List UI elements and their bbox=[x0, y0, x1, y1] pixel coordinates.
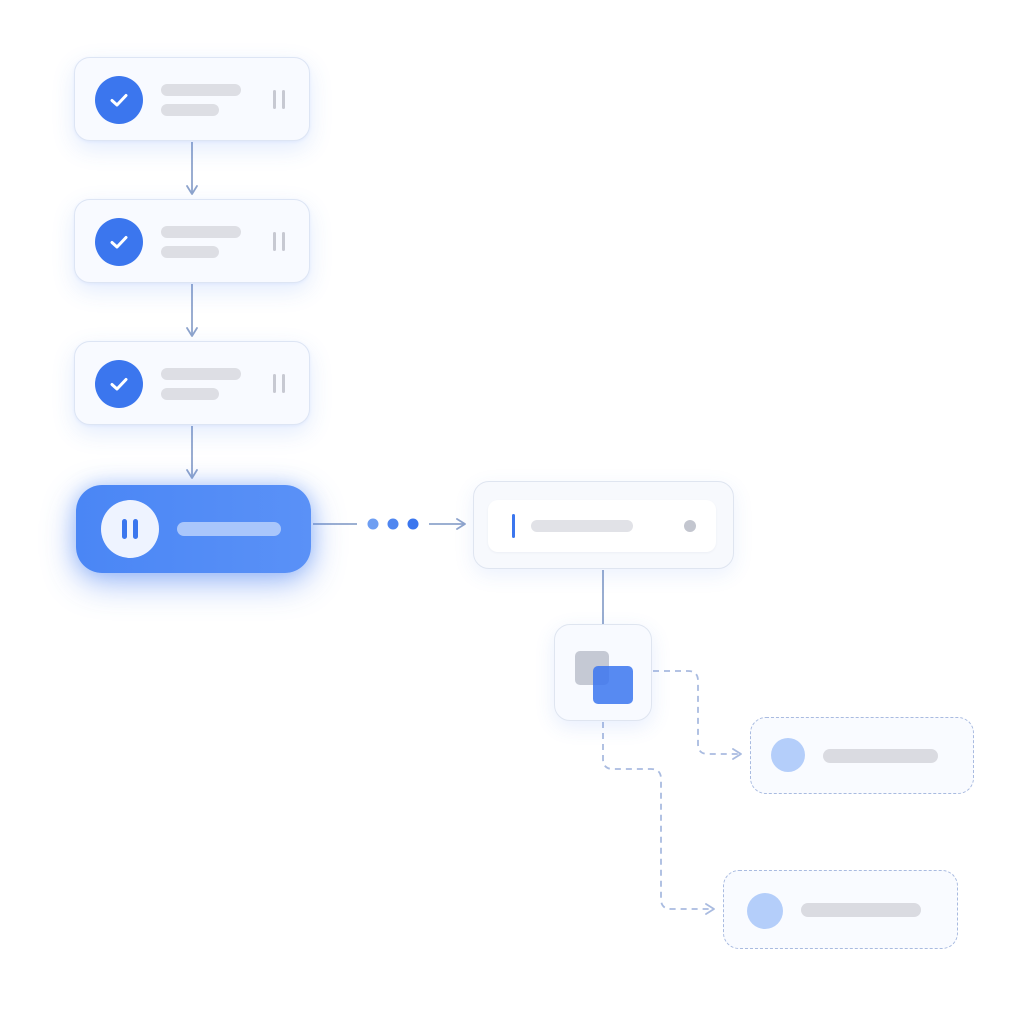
pause-icon[interactable] bbox=[101, 500, 159, 558]
title-placeholder bbox=[161, 84, 241, 96]
text-input[interactable] bbox=[488, 500, 716, 552]
check-icon bbox=[95, 360, 143, 408]
branch-card-1[interactable] bbox=[750, 717, 974, 794]
completed-step-card-3[interactable] bbox=[74, 341, 310, 425]
active-step-card[interactable] bbox=[76, 485, 311, 573]
circle-icon bbox=[747, 893, 783, 929]
status-dot-icon bbox=[684, 520, 696, 532]
circle-icon bbox=[771, 738, 805, 772]
subtitle-placeholder bbox=[161, 104, 219, 116]
subtitle-placeholder bbox=[161, 388, 219, 400]
progress-dot-icon bbox=[367, 518, 379, 530]
duplicate-node[interactable] bbox=[554, 624, 652, 721]
check-icon bbox=[95, 218, 143, 266]
progress-dot-icon bbox=[387, 518, 399, 530]
subtitle-placeholder bbox=[161, 246, 219, 258]
branch-card-2[interactable] bbox=[723, 870, 958, 949]
completed-step-card-1[interactable] bbox=[74, 57, 310, 141]
connector-copy-branch-b bbox=[602, 722, 715, 915]
input-panel bbox=[473, 481, 734, 569]
text-caret-icon bbox=[512, 514, 515, 538]
drag-handle-icon[interactable] bbox=[271, 372, 287, 396]
title-placeholder bbox=[161, 368, 241, 380]
input-placeholder bbox=[531, 520, 633, 532]
check-icon bbox=[95, 76, 143, 124]
connector-copy-branch-a bbox=[653, 670, 742, 760]
active-title-placeholder bbox=[177, 522, 281, 536]
duplicate-icon bbox=[593, 666, 633, 704]
progress-dot-icon bbox=[407, 518, 419, 530]
completed-step-card-2[interactable] bbox=[74, 199, 310, 283]
branch-label-placeholder bbox=[823, 749, 938, 763]
drag-handle-icon[interactable] bbox=[271, 88, 287, 112]
title-placeholder bbox=[161, 226, 241, 238]
drag-handle-icon[interactable] bbox=[271, 230, 287, 254]
branch-label-placeholder bbox=[801, 903, 921, 917]
